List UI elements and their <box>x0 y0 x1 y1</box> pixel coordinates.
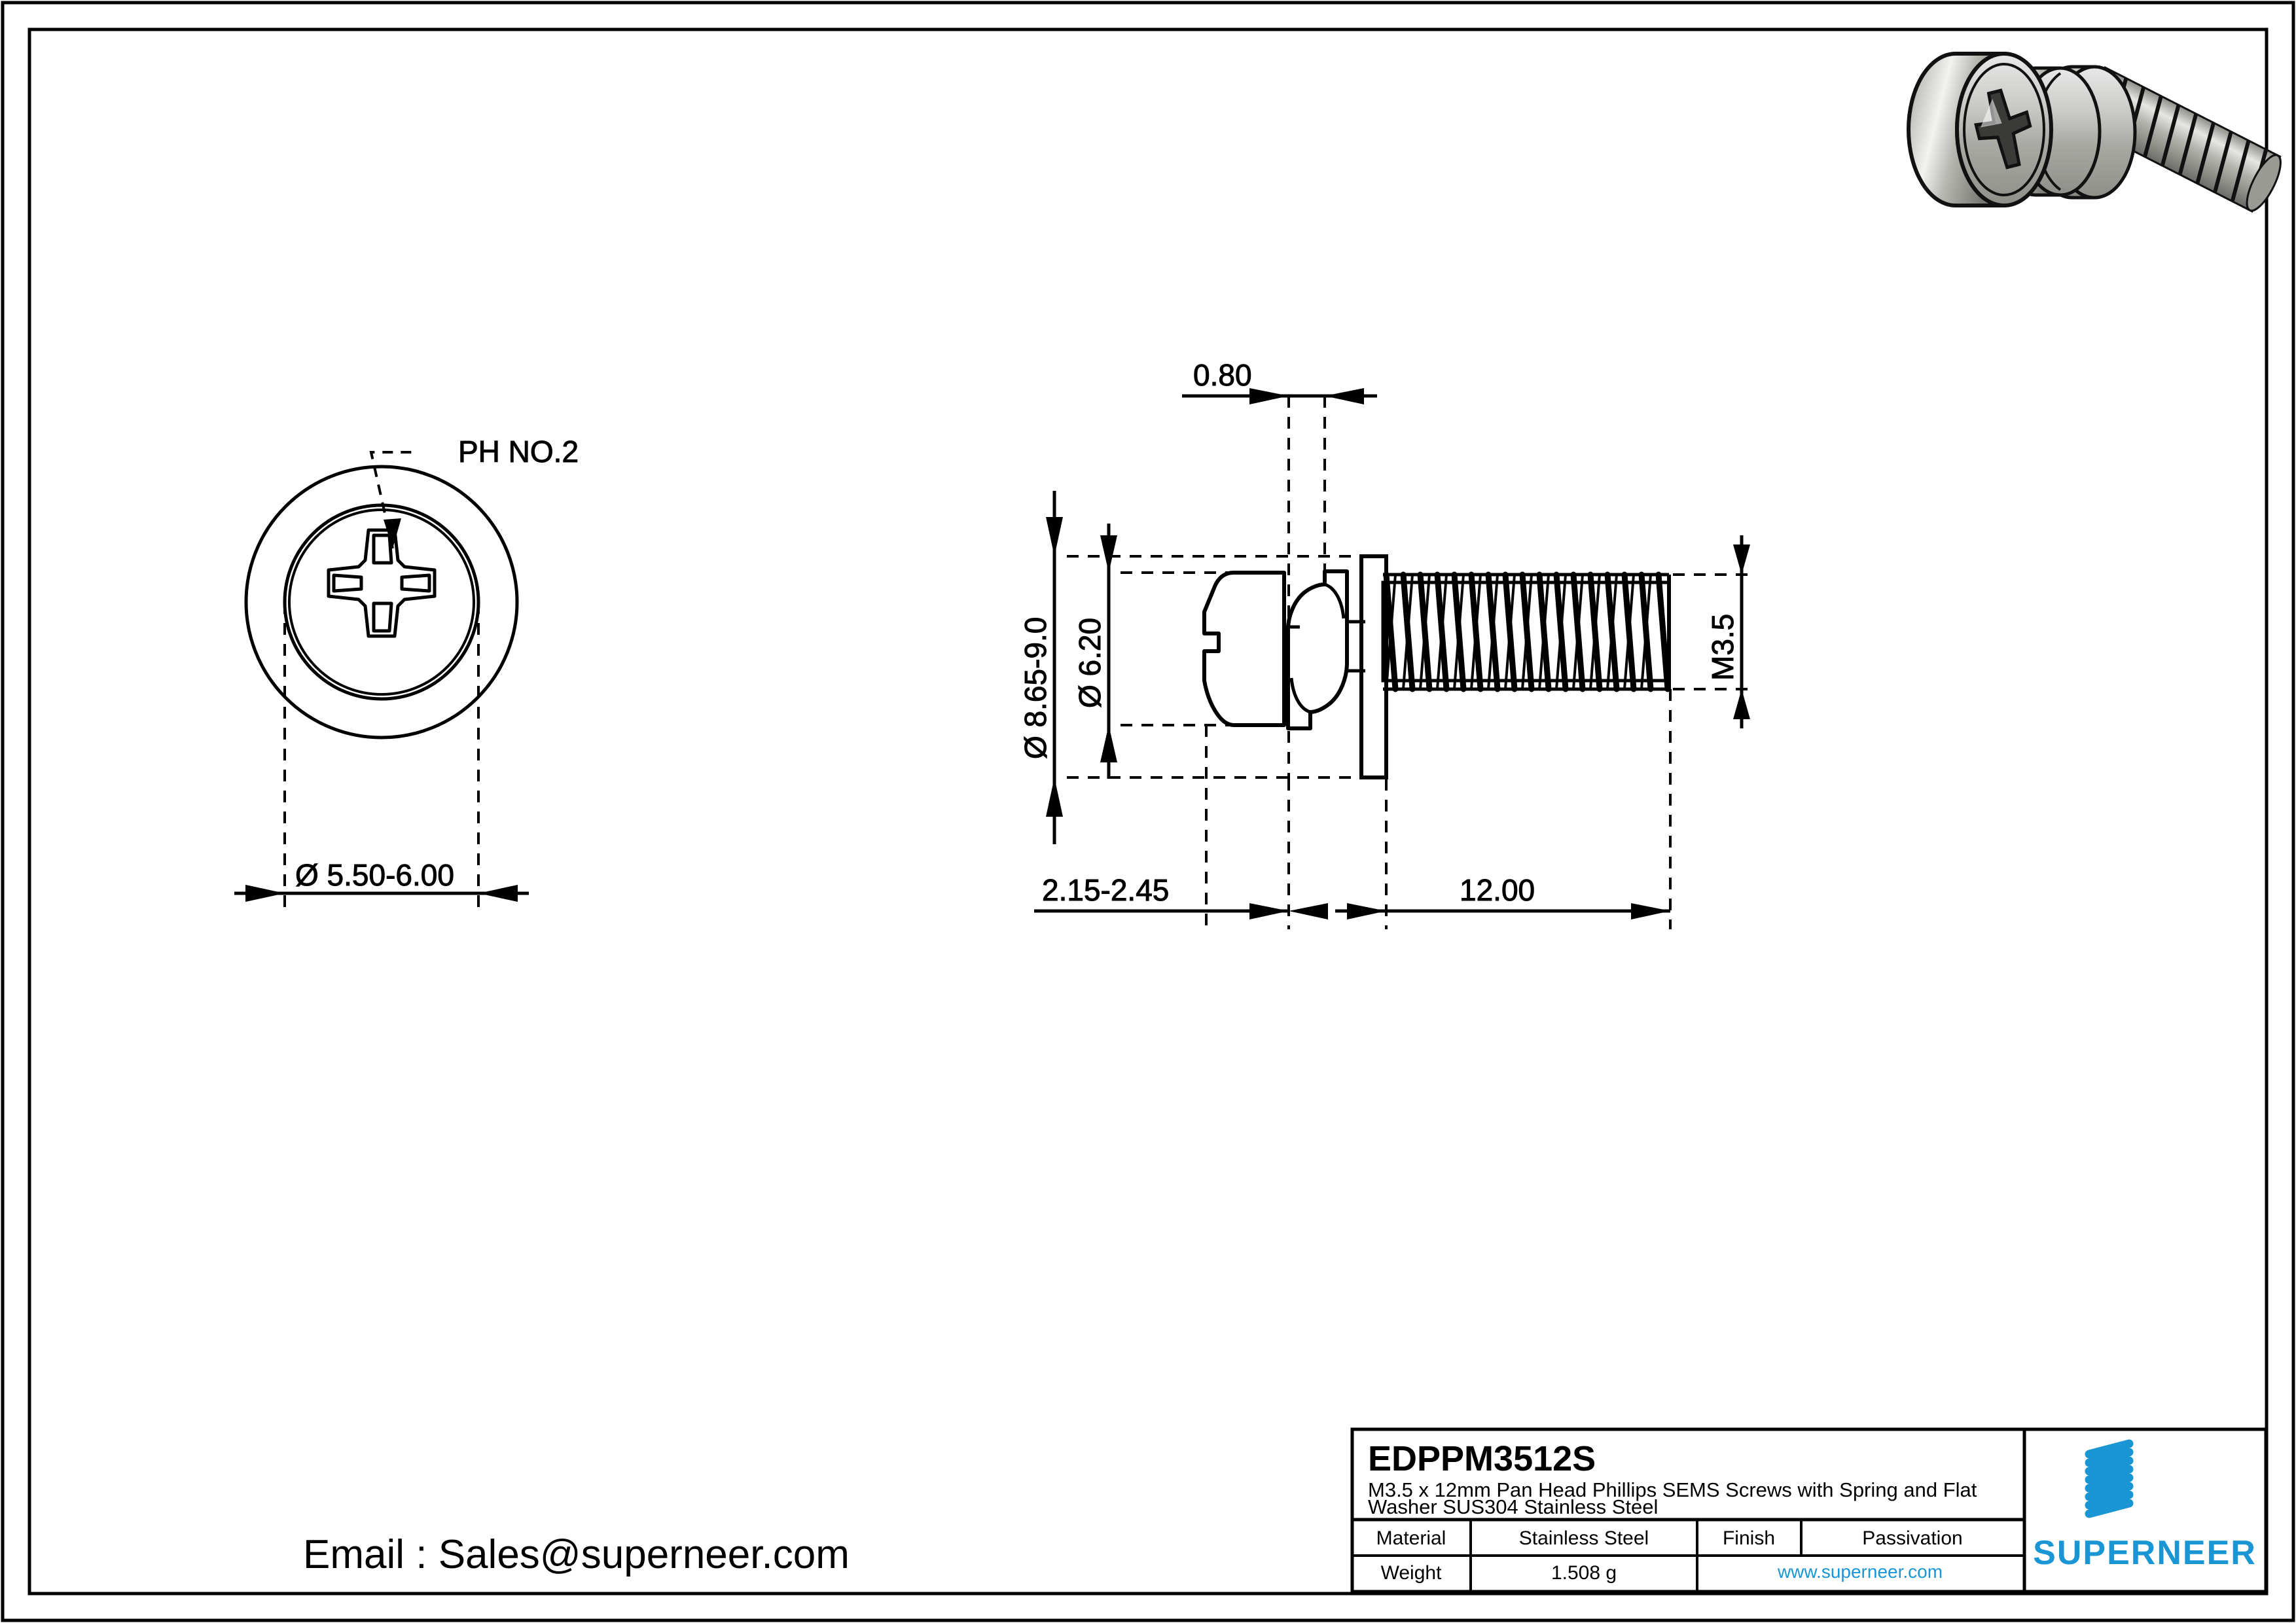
washer-thickness-ext-lines <box>1287 396 1326 779</box>
material-value: Stainless Steel <box>1519 1527 1649 1549</box>
finish-value: Passivation <box>1862 1527 1962 1549</box>
title-block: EDPPM3512S M3.5 x 12mm Pan Head Phillips… <box>1350 1427 2268 1594</box>
website-link[interactable]: www.superneer.com <box>1777 1561 1943 1582</box>
washer-thickness-arrow-left <box>1249 388 1289 404</box>
part-number: EDPPM3512S <box>1368 1439 1596 1478</box>
flat-washer-od-arrow-top <box>1046 517 1063 556</box>
head-diameter-arrow-bottom <box>1100 725 1117 762</box>
material-label: Material <box>1376 1527 1446 1549</box>
description-line-2: Washer SUS304 Stainless Steel <box>1368 1495 1658 1518</box>
outer-washer-circle <box>244 465 519 740</box>
end-view-ext-lines <box>283 602 480 913</box>
weight-label: Weight <box>1381 1562 1442 1584</box>
thread-length-arrow-right <box>1631 903 1670 919</box>
side-view: 0.80 Ø 8.65-9.0 Ø 6.20 <box>1018 358 1754 929</box>
phillips-cross-recess <box>327 528 437 638</box>
flat-washer-od-ext-lines <box>1067 555 1388 779</box>
finish-label: Finish <box>1723 1527 1775 1549</box>
flat-washer-profile <box>1359 554 1388 779</box>
end-view: PH NO.2 Ø 5.50-6.00 <box>234 435 579 913</box>
brand-name: SUPERNEER <box>2033 1534 2257 1572</box>
superneer-logo-icon <box>2085 1439 2134 1518</box>
washer-thickness-dim: 0.80 <box>1193 358 1252 392</box>
washer-thickness-arrow-right <box>1325 388 1364 404</box>
ph-leader-label: PH NO.2 <box>458 435 579 469</box>
head-inner-circle <box>288 508 475 696</box>
spring-washer-profile <box>1286 569 1349 730</box>
inner-drawing-frame <box>27 27 2269 1596</box>
screw-3d-render <box>1907 52 2282 213</box>
head-diameter-ext-lines <box>1121 571 1283 726</box>
head-diameter-dim: Ø 6.20 <box>1073 618 1107 708</box>
end-view-arrow-right <box>478 885 518 902</box>
bottom-ext-lines <box>1205 689 1672 929</box>
thread-length-dim: 12.00 <box>1460 873 1535 907</box>
phillips-recess-3d <box>1974 88 2032 169</box>
flat-washer-od-dim: Ø 8.65-9.0 <box>1018 617 1052 759</box>
thread-size-arrow-top <box>1733 544 1750 575</box>
thread-back-lines <box>1385 574 1652 690</box>
end-view-diameter-dim: Ø 5.50-6.00 <box>295 858 454 892</box>
end-view-arrow-left <box>245 885 285 902</box>
weight-value: 1.508 g <box>1551 1562 1617 1584</box>
thread-size-dim: M3.5 <box>1706 614 1740 681</box>
ph-leader-line <box>369 451 415 549</box>
thread-size-arrow-bottom <box>1733 689 1750 719</box>
head-diameter-arrow-top <box>1100 535 1117 573</box>
head-stack-dim: 2.15-2.45 <box>1042 873 1169 907</box>
description-line-1: M3.5 x 12mm Pan Head Phillips SEMS Screw… <box>1368 1478 1977 1501</box>
shank-end <box>2246 154 2282 212</box>
head-stack-arrow-right <box>1249 903 1289 919</box>
flat-washer-od-arrow-bottom <box>1046 777 1063 817</box>
email-label: Email : Sales@superneer.com <box>303 1532 850 1577</box>
ph-leader-arrowhead <box>384 518 401 548</box>
head-stack-arrow-left <box>1289 903 1328 919</box>
thread-length-arrow-left <box>1347 903 1386 919</box>
